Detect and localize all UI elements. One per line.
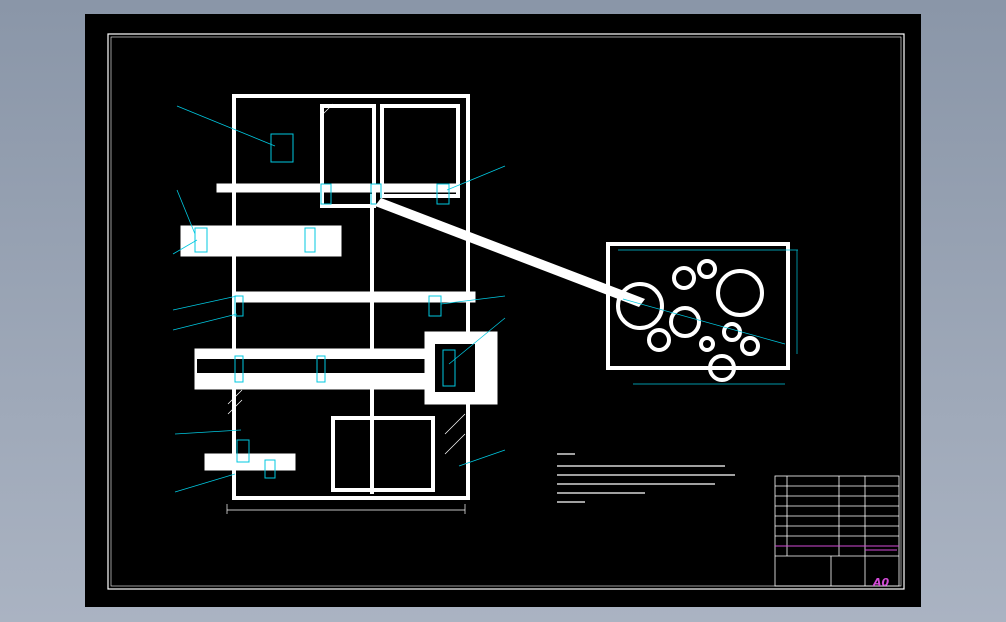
hatch-line <box>227 389 243 405</box>
main-view-dimensions <box>226 504 466 514</box>
shaft-1 <box>216 183 458 193</box>
cad-drawing-canvas <box>107 33 905 590</box>
hatch-line <box>227 399 243 415</box>
shaft-2 <box>234 291 476 303</box>
bearing <box>428 295 442 317</box>
leader-lines <box>172 105 506 493</box>
bearing-marks <box>194 133 456 479</box>
gearbox-shafts <box>180 183 498 471</box>
leader-line <box>440 295 506 305</box>
bearing <box>320 183 332 205</box>
bearing <box>304 227 316 253</box>
gear-circle-2 <box>672 266 696 290</box>
gear-circle-8 <box>722 322 742 342</box>
sheet-size-label: A0 <box>873 576 890 589</box>
drawing-sheet: A0 <box>85 14 921 607</box>
housing-window-1 <box>320 104 376 208</box>
bearing <box>436 183 450 205</box>
gear-circle-1 <box>616 282 664 330</box>
housing-window-2 <box>380 104 460 198</box>
title-block-frame <box>774 475 900 587</box>
bearing <box>236 439 250 463</box>
leader-line <box>176 105 276 147</box>
center-link-line <box>622 298 786 345</box>
input-shaft-assembly <box>180 225 342 257</box>
leader-line <box>446 165 506 191</box>
gear-circle-10 <box>708 354 736 382</box>
leader-line <box>174 473 236 493</box>
bearing <box>316 355 326 383</box>
hatch-line <box>444 413 466 435</box>
title-block-accent <box>775 545 899 551</box>
gear-circle-3 <box>697 259 717 279</box>
side-view-dimensions <box>618 249 798 385</box>
bearing <box>370 183 382 205</box>
gear-circle-5 <box>669 306 701 338</box>
leader-line <box>174 429 242 435</box>
transmission-belt-band <box>375 198 645 307</box>
bearing <box>442 349 456 387</box>
technical-notes <box>557 453 735 503</box>
bearing <box>194 227 208 253</box>
bearing <box>234 295 244 317</box>
leader-line <box>176 189 196 235</box>
hatch-sections <box>227 103 466 455</box>
leader-line <box>458 449 506 467</box>
gear-circle-4 <box>716 269 764 317</box>
lower-shaft <box>204 453 296 471</box>
hatch-line <box>322 103 334 115</box>
gear-circle-6 <box>647 328 671 352</box>
leader-line <box>172 313 238 331</box>
outer-frame <box>107 33 905 590</box>
bearing <box>234 355 244 383</box>
leader-line <box>172 239 198 255</box>
inner-frame <box>110 36 902 587</box>
bearing <box>264 459 276 479</box>
gear-layout-side-view <box>606 242 790 382</box>
leader-line <box>172 295 238 311</box>
gear-circle-7 <box>699 336 715 352</box>
leader-line <box>448 317 506 365</box>
housing-window-3 <box>331 416 435 492</box>
parts-list-table <box>774 475 900 587</box>
hatch-line <box>444 433 466 455</box>
bearing <box>270 133 294 163</box>
spindle-bore <box>197 359 487 373</box>
side-view-housing <box>606 242 790 370</box>
gear-circle-9 <box>740 336 760 356</box>
